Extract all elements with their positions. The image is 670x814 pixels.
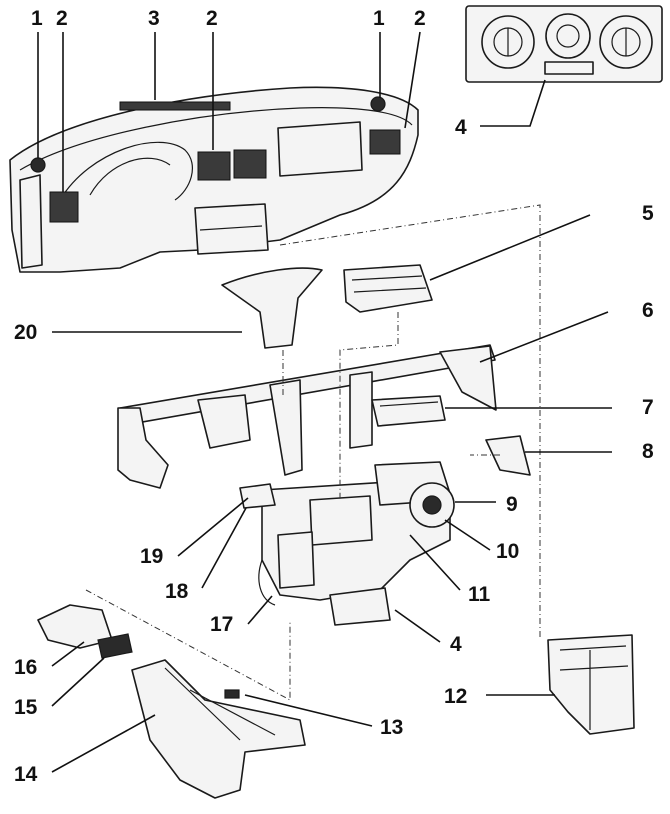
heater-box-assembly	[239, 461, 455, 626]
part-7-filter-housing	[371, 395, 446, 427]
air-vent-center-left	[197, 151, 231, 181]
part-13-clip	[224, 689, 240, 699]
callout-11: 11	[468, 583, 491, 606]
part-15-connector	[97, 633, 133, 659]
callout-1-right: 1	[373, 7, 385, 30]
callout-15: 15	[14, 696, 38, 719]
side-vent-right	[370, 96, 386, 112]
callout-6: 6	[642, 299, 654, 322]
callout-2-left: 2	[56, 7, 68, 30]
callout-3: 3	[148, 7, 160, 30]
part-12-console-bracket	[547, 634, 635, 735]
callout-20: 20	[14, 321, 38, 344]
callout-9: 9	[506, 493, 518, 516]
callout-12: 12	[444, 685, 468, 708]
callout-8: 8	[642, 440, 654, 463]
callout-4-bottom: 4	[450, 633, 462, 656]
air-vent-right	[369, 129, 401, 155]
defroster-vent	[119, 101, 231, 111]
callout-1-left: 1	[31, 7, 43, 30]
leader-lines	[37, 31, 612, 773]
callout-14: 14	[14, 763, 38, 786]
climate-control-panel	[465, 5, 663, 83]
part-8-bracket	[485, 435, 531, 476]
part-20-trim-piece	[221, 267, 323, 349]
callout-4-top: 4	[455, 116, 467, 139]
callout-7: 7	[642, 396, 654, 419]
air-vent-left	[49, 191, 79, 223]
callout-19: 19	[140, 545, 164, 568]
air-vent-center-right	[233, 149, 267, 179]
part-14-floor-duct	[131, 659, 306, 799]
callout-2-center: 2	[206, 7, 218, 30]
callout-17: 17	[210, 613, 234, 636]
callout-10: 10	[496, 540, 520, 563]
callout-16: 16	[14, 656, 38, 679]
callout-18: 18	[165, 580, 189, 603]
callout-5: 5	[642, 202, 654, 225]
callout-13: 13	[380, 716, 404, 739]
side-vent-left	[30, 157, 46, 173]
callout-2-right: 2	[414, 7, 426, 30]
